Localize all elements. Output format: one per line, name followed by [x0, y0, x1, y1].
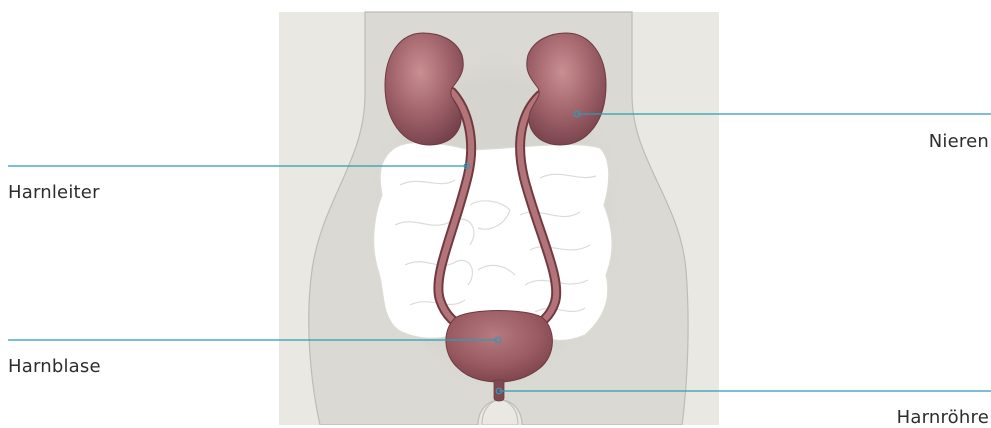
- label-bladder: Harnblase: [8, 358, 101, 376]
- left-kidney: [385, 33, 463, 145]
- label-urethra: Harnröhre: [897, 409, 989, 427]
- label-ureter: Harnleiter: [8, 184, 100, 202]
- label-kidneys: Nieren: [929, 133, 989, 151]
